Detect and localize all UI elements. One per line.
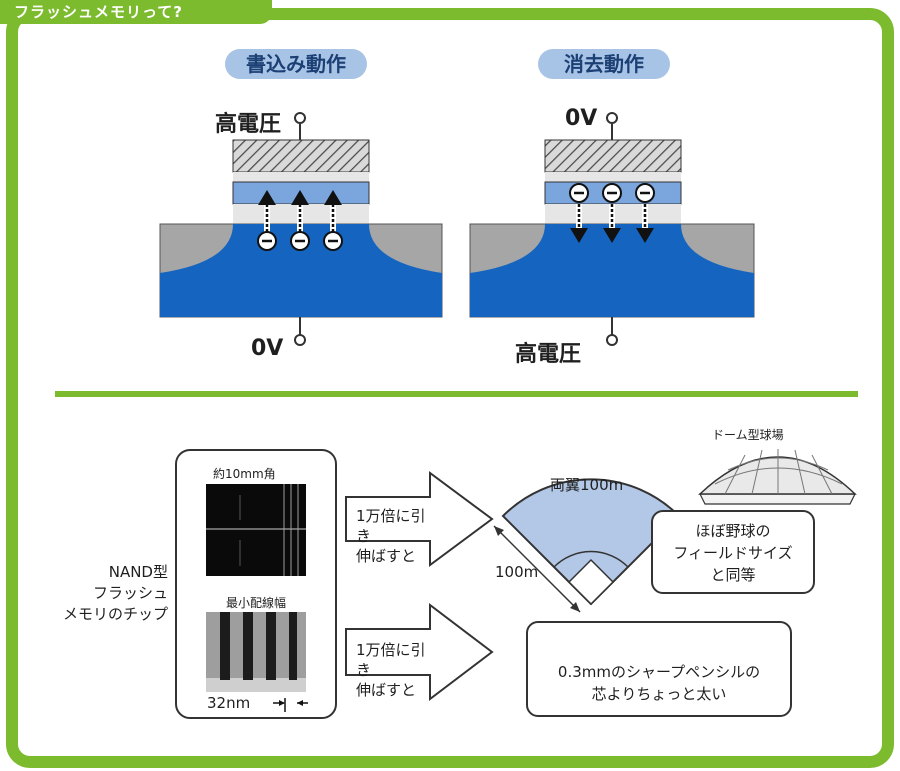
pencil-note: 0.3mmのシャープペンシルの 芯よりちょっと太い	[526, 621, 792, 717]
baseball-field-icon	[493, 478, 681, 613]
wiring-micrograph	[206, 612, 306, 692]
write-bottom-terminal-icon	[294, 334, 306, 346]
field-side-label: 100m	[495, 563, 539, 581]
min-width-value: 32nm	[207, 694, 251, 712]
erase-top-voltage-label: 0V	[565, 106, 598, 131]
stretch-text-1: 1万倍に引き 伸ばすと	[356, 507, 426, 565]
chip-photo	[206, 484, 306, 576]
erase-control-gate	[544, 139, 682, 173]
header-title: フラッシュメモリって?	[14, 3, 183, 21]
write-control-gate	[232, 139, 370, 173]
dome-label: ドーム型球場	[712, 428, 784, 442]
write-bottom-voltage-label: 0V	[251, 336, 284, 361]
erase-cell	[469, 112, 755, 346]
write-cell	[159, 112, 443, 346]
write-electrons	[257, 231, 343, 251]
stretch-arrow-1	[345, 471, 494, 567]
write-electron-arrows	[258, 190, 342, 232]
field-both-wings-label: 両翼100m	[550, 476, 624, 494]
stretch-arrow-2	[345, 602, 494, 702]
field-size-note: ほぼ野球の フィールドサイズ と同等	[651, 510, 815, 594]
dome-stadium-icon	[698, 449, 857, 505]
erase-top-terminal-icon	[606, 112, 618, 124]
write-operation-label: 書込み動作	[225, 49, 367, 79]
erase-electron-arrows	[570, 204, 654, 243]
erase-operation-label: 消去動作	[538, 49, 670, 79]
min-width-label: 最小配線幅	[226, 596, 287, 610]
write-top-terminal-icon	[294, 112, 306, 124]
write-top-voltage-label: 高電圧	[215, 112, 282, 137]
section-divider	[55, 391, 858, 397]
chip-label: NAND型 フラッシュ メモリのチップ	[62, 563, 168, 623]
erase-bottom-voltage-label: 高電圧	[515, 342, 582, 367]
stretch-text-2: 1万倍に引き 伸ばすと	[356, 641, 426, 699]
write-channel	[160, 224, 442, 317]
erase-bottom-terminal-icon	[606, 334, 618, 346]
chip-size-label: 約10mm角	[213, 467, 276, 481]
erase-channel	[470, 224, 754, 317]
header-tab: フラッシュメモリって?	[0, 0, 272, 24]
erase-electrons	[569, 183, 655, 203]
